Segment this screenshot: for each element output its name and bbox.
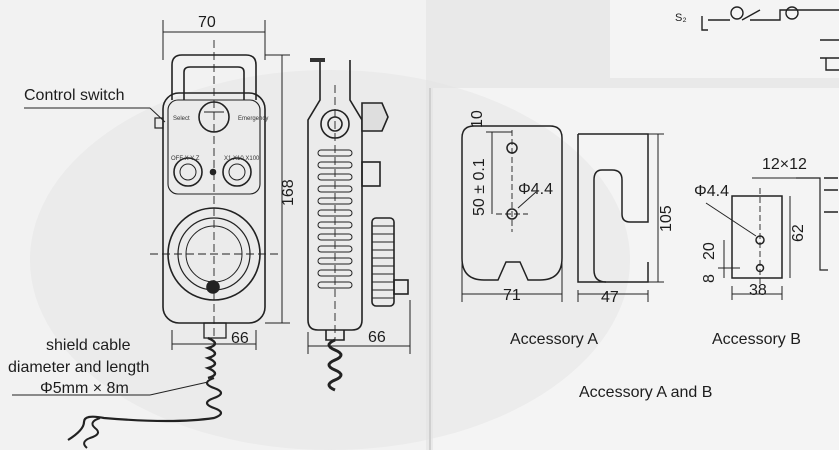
pendant-front-view bbox=[150, 40, 278, 380]
dim-height-168: 168 bbox=[280, 179, 297, 206]
acc-b-dim-20: 20 bbox=[701, 242, 718, 260]
svg-text:X1 X10 X100: X1 X10 X100 bbox=[224, 156, 260, 162]
s2-label: S₂ bbox=[675, 12, 687, 24]
acc-a-dim-105: 105 bbox=[658, 205, 675, 232]
accessory-ab-caption: Accessory A and B bbox=[579, 384, 713, 401]
acc-b-hole-dia: Φ4.4 bbox=[694, 183, 730, 200]
acc-a-dim-50: 50 ± 0.1 bbox=[471, 158, 488, 216]
dim-width-top: 70 bbox=[198, 14, 216, 31]
acc-a-hole-dia: Φ4.4 bbox=[518, 181, 554, 198]
knob-markings: OFF X Y Z X1 X10 X100 Select Emergency bbox=[171, 116, 268, 162]
acc-b-dim-62: 62 bbox=[790, 224, 807, 242]
acc-b-dim-38: 38 bbox=[749, 282, 767, 299]
svg-text:Emergency: Emergency bbox=[238, 116, 268, 122]
svg-text:OFF X Y Z: OFF X Y Z bbox=[171, 156, 200, 162]
pendant-side-view bbox=[307, 58, 409, 392]
top-right-panel bbox=[610, 0, 839, 78]
svg-text:Select: Select bbox=[173, 116, 190, 122]
shield-cable-line-1: shield cable bbox=[46, 337, 131, 354]
control-switch-label: Control switch bbox=[24, 87, 125, 104]
accessory-b-drawing bbox=[731, 177, 838, 284]
s2-switch-symbol bbox=[701, 6, 839, 71]
side-dimension-lines bbox=[307, 300, 411, 354]
front-dimension-lines bbox=[24, 20, 290, 350]
acc-b-dim-12x12: 12×12 bbox=[762, 156, 807, 173]
dim-width-bottom: 66 bbox=[231, 330, 249, 347]
accessory-b-caption: Accessory B bbox=[712, 331, 801, 348]
acc-b-dim-8: 8 bbox=[701, 274, 718, 283]
shield-cable-line-3: Φ5mm × 8m bbox=[40, 380, 129, 397]
accessory-a-caption: Accessory A bbox=[510, 331, 599, 348]
acc-a-dim-47: 47 bbox=[601, 289, 619, 306]
accessory-b-dimension-lines bbox=[705, 177, 804, 300]
shield-cable-line-2: diameter and length bbox=[8, 359, 150, 376]
dim-side-depth: 66 bbox=[368, 329, 386, 346]
accessory-a-dimension-lines bbox=[461, 131, 664, 302]
acc-a-dim-71: 71 bbox=[503, 287, 521, 304]
coiled-cable bbox=[67, 376, 223, 441]
acc-a-dim-10: 10 bbox=[469, 110, 486, 128]
